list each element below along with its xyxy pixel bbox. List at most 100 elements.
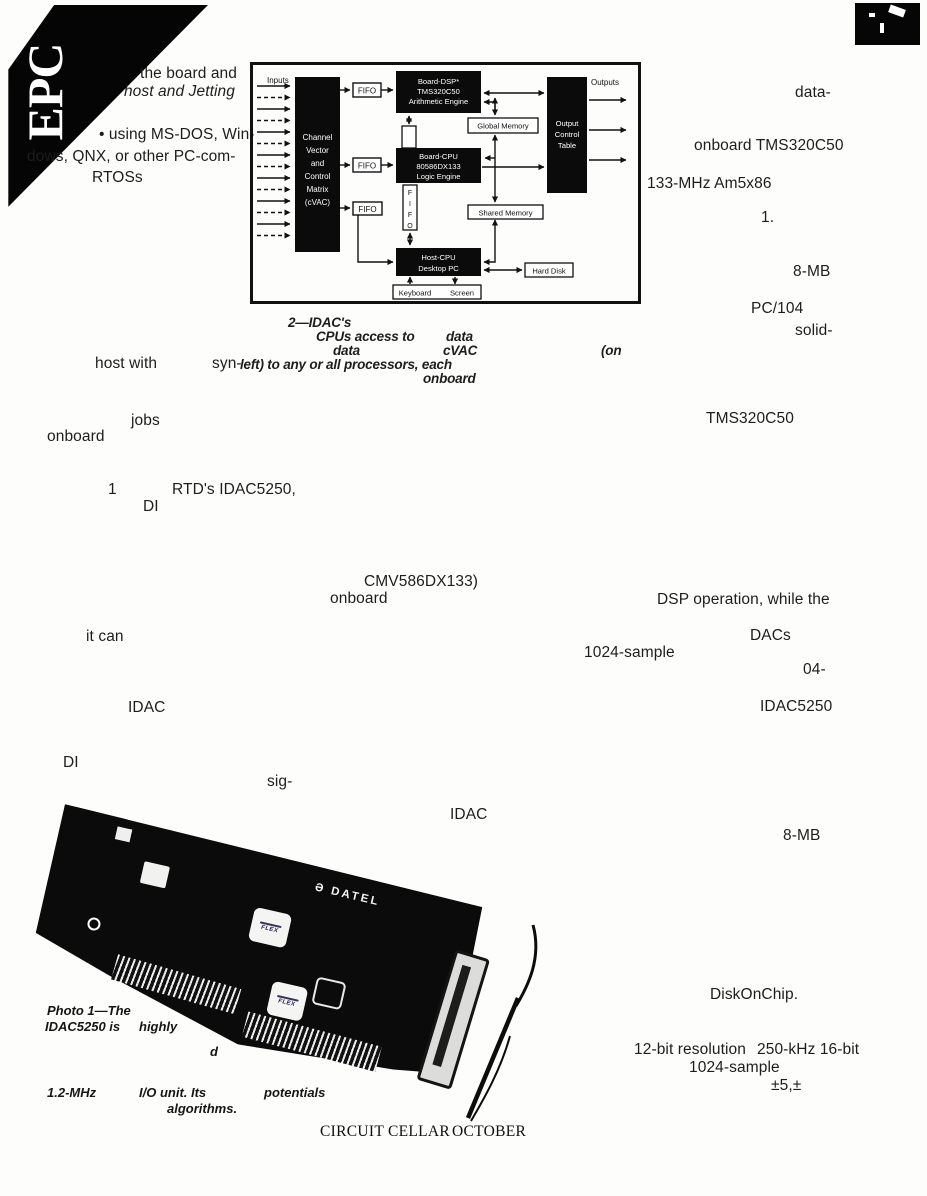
article-fragment: DI [63, 754, 79, 771]
intro-fragment: RTOSs [92, 169, 143, 186]
photo-caption-fragment: highly [139, 1019, 178, 1034]
keyboard-screen-box: Keyboard Screen [392, 284, 482, 300]
article-fragment: 1 [108, 481, 117, 498]
article-fragment: 8-MB [793, 263, 831, 280]
svg-text:Matrix: Matrix [307, 185, 329, 194]
figure-caption-fragment: 2—IDAC's [288, 315, 352, 330]
article-fragment: IDAC [450, 806, 488, 823]
scan-speck [888, 4, 906, 18]
article-fragment: 12-bit resolution [634, 1041, 746, 1058]
fifo-box-1: FIFO [352, 82, 382, 98]
article-fragment: CMV586DX133) [364, 573, 479, 590]
svg-text:Channel: Channel [303, 133, 333, 142]
article-fragment: 04- [803, 661, 826, 678]
article-fragment: TMS320C50 [706, 410, 794, 427]
article-fragment: RTD's IDAC5250, [172, 481, 296, 498]
article-fragment: onboard TMS320C50 [694, 137, 844, 154]
svg-text:I: I [409, 201, 411, 208]
intro-fragment: the board and [140, 65, 237, 82]
system-block-diagram: Inputs Channel [250, 62, 641, 304]
global-memory-box: Global Memory [467, 117, 539, 134]
fifo-box-vertical: F I F O [402, 184, 418, 231]
article-fragment: IDAC5250 [760, 698, 833, 715]
svg-text:Hard Disk: Hard Disk [532, 267, 566, 276]
figure-caption-fragment: CPUs access to [316, 329, 415, 344]
article-fragment: DiskOnChip. [710, 986, 799, 1003]
svg-text:TMS320C50: TMS320C50 [417, 87, 460, 96]
svg-text:and: and [311, 159, 324, 168]
issue-month: OCTOBER [452, 1123, 527, 1140]
article-fragment: 8-MB [783, 827, 821, 844]
article-fragment: ±5,± [771, 1077, 802, 1094]
article-fragment: onboard [47, 428, 105, 445]
dsp-cpu-link-box [401, 125, 417, 149]
cvac-box: Channel Vector and Control Matrix (cVAC) [295, 77, 340, 252]
photo-caption-fragment: IDAC5250 is [45, 1019, 121, 1034]
outputs-label: Outputs [591, 78, 619, 87]
svg-text:Keyboard: Keyboard [399, 289, 432, 298]
article-fragment: DI [143, 498, 159, 515]
svg-text:F: F [408, 212, 412, 219]
scan-speck [880, 23, 884, 33]
article-fragment: host with [95, 355, 158, 372]
photo-caption-fragment: algorithms. [167, 1101, 238, 1116]
figure-caption-fragment: (on [601, 343, 622, 358]
svg-text:FIFO: FIFO [358, 87, 376, 96]
article-fragment: 1024-sample [584, 644, 675, 661]
photo-caption-fragment: 1.2-MHz [47, 1085, 97, 1100]
figure-caption-fragment: onboard [423, 371, 476, 386]
svg-text:80586DX133: 80586DX133 [416, 162, 460, 171]
board-cpu-box: Board-CPU 80586DX133 Logic Engine [396, 148, 481, 183]
svg-text:FIFO: FIFO [358, 162, 376, 171]
intro-fragment: dows, QNX, or other PC-com- [27, 148, 236, 165]
cable-wires [465, 924, 538, 1122]
figure-caption-fragment: cVAC [443, 343, 478, 358]
board-photo: FLEX FLEX Ə DATEL [30, 790, 560, 1140]
shared-memory-box: Shared Memory [467, 204, 544, 220]
figure-caption-fragment: data [333, 343, 360, 358]
hard-disk-box: Hard Disk [524, 262, 574, 278]
photo-caption-fragment: Photo 1—The [47, 1003, 131, 1018]
svg-text:Board-DSP*: Board-DSP* [418, 77, 459, 86]
input-arrows [257, 82, 291, 239]
svg-text:Screen: Screen [450, 289, 474, 298]
svg-text:Control: Control [305, 172, 331, 181]
diagram-svg: Inputs Channel [250, 62, 641, 304]
article-fragment: jobs [131, 412, 160, 429]
article-fragment: DSP operation, while the [657, 591, 830, 608]
photo-caption-fragment: d [210, 1044, 218, 1059]
svg-text:Vector: Vector [306, 146, 329, 155]
fifo-box-2: FIFO [352, 157, 382, 173]
output-arrows [589, 96, 627, 164]
article-fragment: 1. [761, 209, 775, 226]
photo-caption-fragment: I/O unit. Its [139, 1085, 207, 1100]
svg-text:Table: Table [558, 141, 576, 150]
diagram-frame [250, 62, 641, 304]
article-fragment: it can [86, 628, 124, 645]
fifo-box-3: FIFO [352, 201, 383, 216]
host-cpu-box: Host-CPU Desktop PC [396, 248, 481, 276]
svg-text:Output: Output [556, 119, 580, 128]
article-fragment: PC/104 [751, 300, 804, 317]
svg-text:Logic Engine: Logic Engine [417, 172, 461, 181]
figure-caption-fragment: data [446, 329, 473, 344]
inputs-label: Inputs [267, 76, 289, 85]
article-fragment: syn- [212, 355, 242, 372]
svg-text:Host-CPU: Host-CPU [421, 253, 455, 262]
article-fragment: 1024-sample [689, 1059, 780, 1076]
output-control-table-box: Output Control Table [547, 77, 587, 193]
svg-text:F: F [408, 190, 412, 197]
svg-text:FIFO: FIFO [358, 205, 376, 214]
photo-caption-fragment: potentials [264, 1085, 326, 1100]
intro-fragment: • using MS-DOS, Win- [99, 126, 255, 143]
board-dsp-box: Board-DSP* TMS320C50 Arithmetic Engine [396, 71, 481, 113]
article-fragment: 250-kHz 16-bit [757, 1041, 860, 1058]
epc-logo: EPC [17, 43, 73, 141]
svg-text:Global Memory: Global Memory [477, 122, 529, 131]
article-fragment: sig- [267, 773, 293, 790]
article-fragment: data- [795, 84, 831, 101]
svg-text:O: O [407, 223, 413, 230]
article-fragment: onboard [330, 590, 388, 607]
magazine-name: CIRCUIT CELLAR [320, 1123, 451, 1140]
